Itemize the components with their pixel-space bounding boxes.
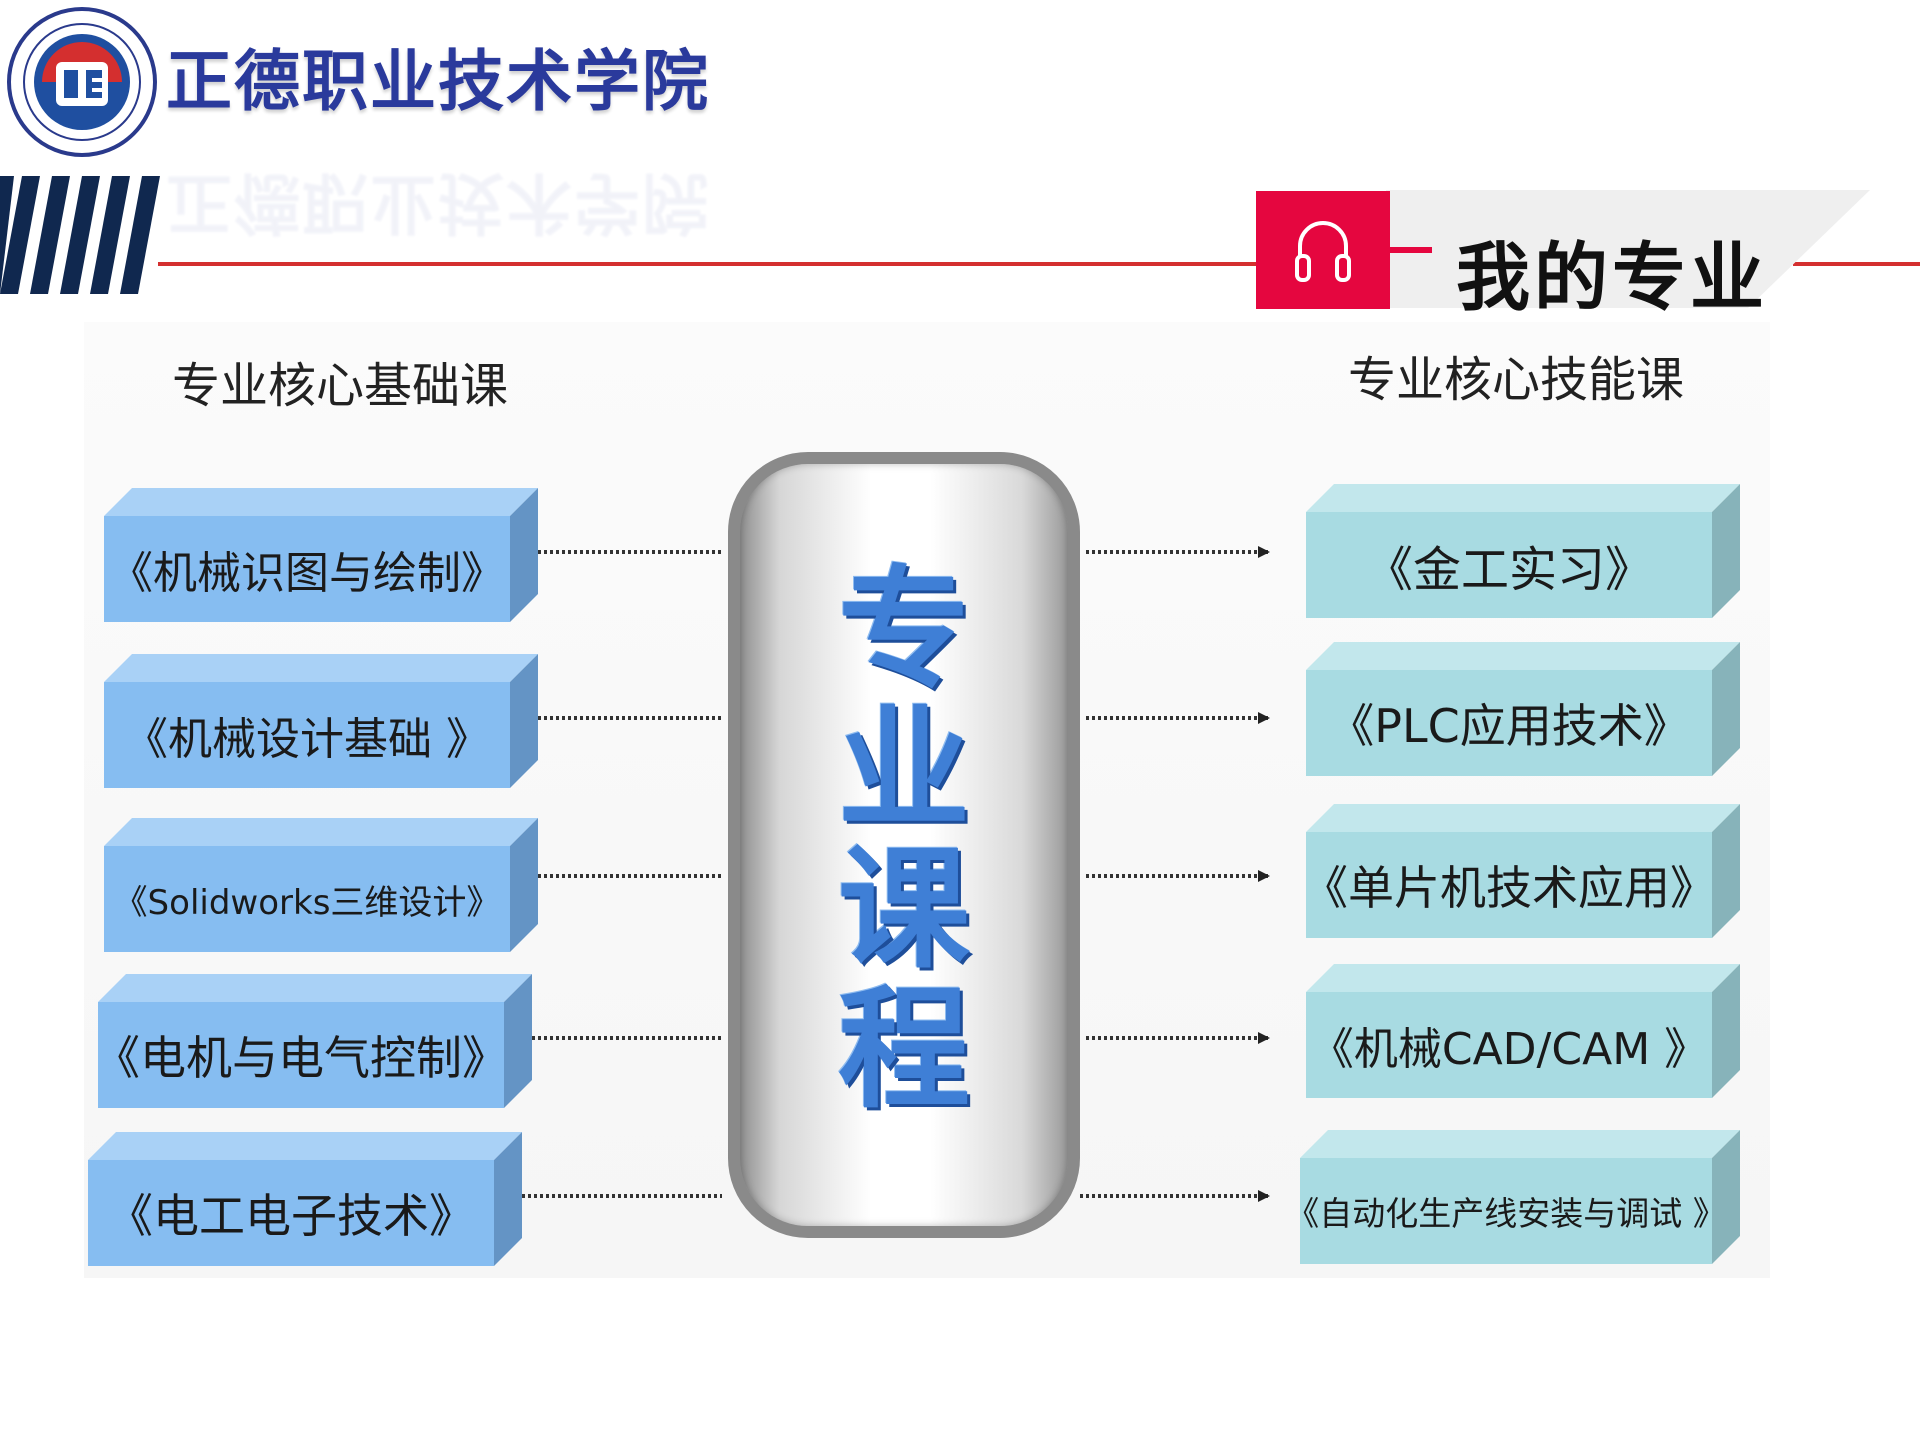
center-char: 程 <box>838 972 970 1127</box>
left-column-heading: 专业核心基础课 <box>172 358 509 414</box>
left-course-box: 《电工电子技术》 <box>88 1132 522 1266</box>
right-course-label: 《单片机技术应用》 <box>1302 832 1716 938</box>
decorative-stripes <box>0 176 160 294</box>
title-banner-background <box>1386 190 1870 308</box>
title-tick-mark <box>1390 247 1432 253</box>
right-course-box: 《金工实习》 <box>1306 484 1740 618</box>
header-divider-left <box>158 262 1256 266</box>
center-char: 业 <box>838 692 970 847</box>
section-title: 我的专业 <box>1456 235 1768 321</box>
left-course-box: 《机械设计基础 》 <box>104 654 538 788</box>
right-course-label: 《PLC应用技术》 <box>1306 670 1712 776</box>
right-column-heading: 专业核心技能课 <box>1348 352 1685 408</box>
right-course-box: 《自动化生产线安装与调试 》 <box>1286 1130 1740 1264</box>
school-name: 正德职业技术学院 <box>166 43 710 120</box>
right-course-label: 《机械CAD/CAM 》 <box>1306 992 1712 1098</box>
school-emblem-logo <box>7 7 157 157</box>
school-name-reflection: 正德职业技术学院 <box>166 164 710 241</box>
right-course-box: 《机械CAD/CAM 》 <box>1306 964 1740 1098</box>
right-course-label: 《自动化生产线安装与调试 》 <box>1286 1158 1726 1264</box>
center-capsule <box>728 452 1080 1238</box>
right-course-box: 《单片机技术应用》 <box>1302 804 1740 938</box>
center-char: 课 <box>838 832 970 987</box>
left-course-label: 《电机与电气控制》 <box>94 1002 508 1108</box>
left-course-box: 《机械识图与绘制》 <box>104 488 538 622</box>
left-course-label: 《Solidworks三维设计》 <box>104 846 510 952</box>
left-course-box: 《Solidworks三维设计》 <box>104 818 538 952</box>
headphones-icon <box>1295 221 1351 282</box>
right-course-box: 《PLC应用技术》 <box>1306 642 1740 776</box>
title-icon-box <box>1256 191 1390 309</box>
left-course-label: 《电工电子技术》 <box>88 1160 494 1266</box>
left-course-box: 《电机与电气控制》 <box>94 974 532 1108</box>
center-label: 专 业 课 程 <box>728 560 1080 1120</box>
left-course-label: 《机械设计基础 》 <box>104 682 510 788</box>
center-char: 专 <box>838 552 970 707</box>
header-divider-right <box>1793 262 1920 266</box>
left-course-label: 《机械识图与绘制》 <box>104 516 510 622</box>
right-course-label: 《金工实习》 <box>1306 512 1712 618</box>
